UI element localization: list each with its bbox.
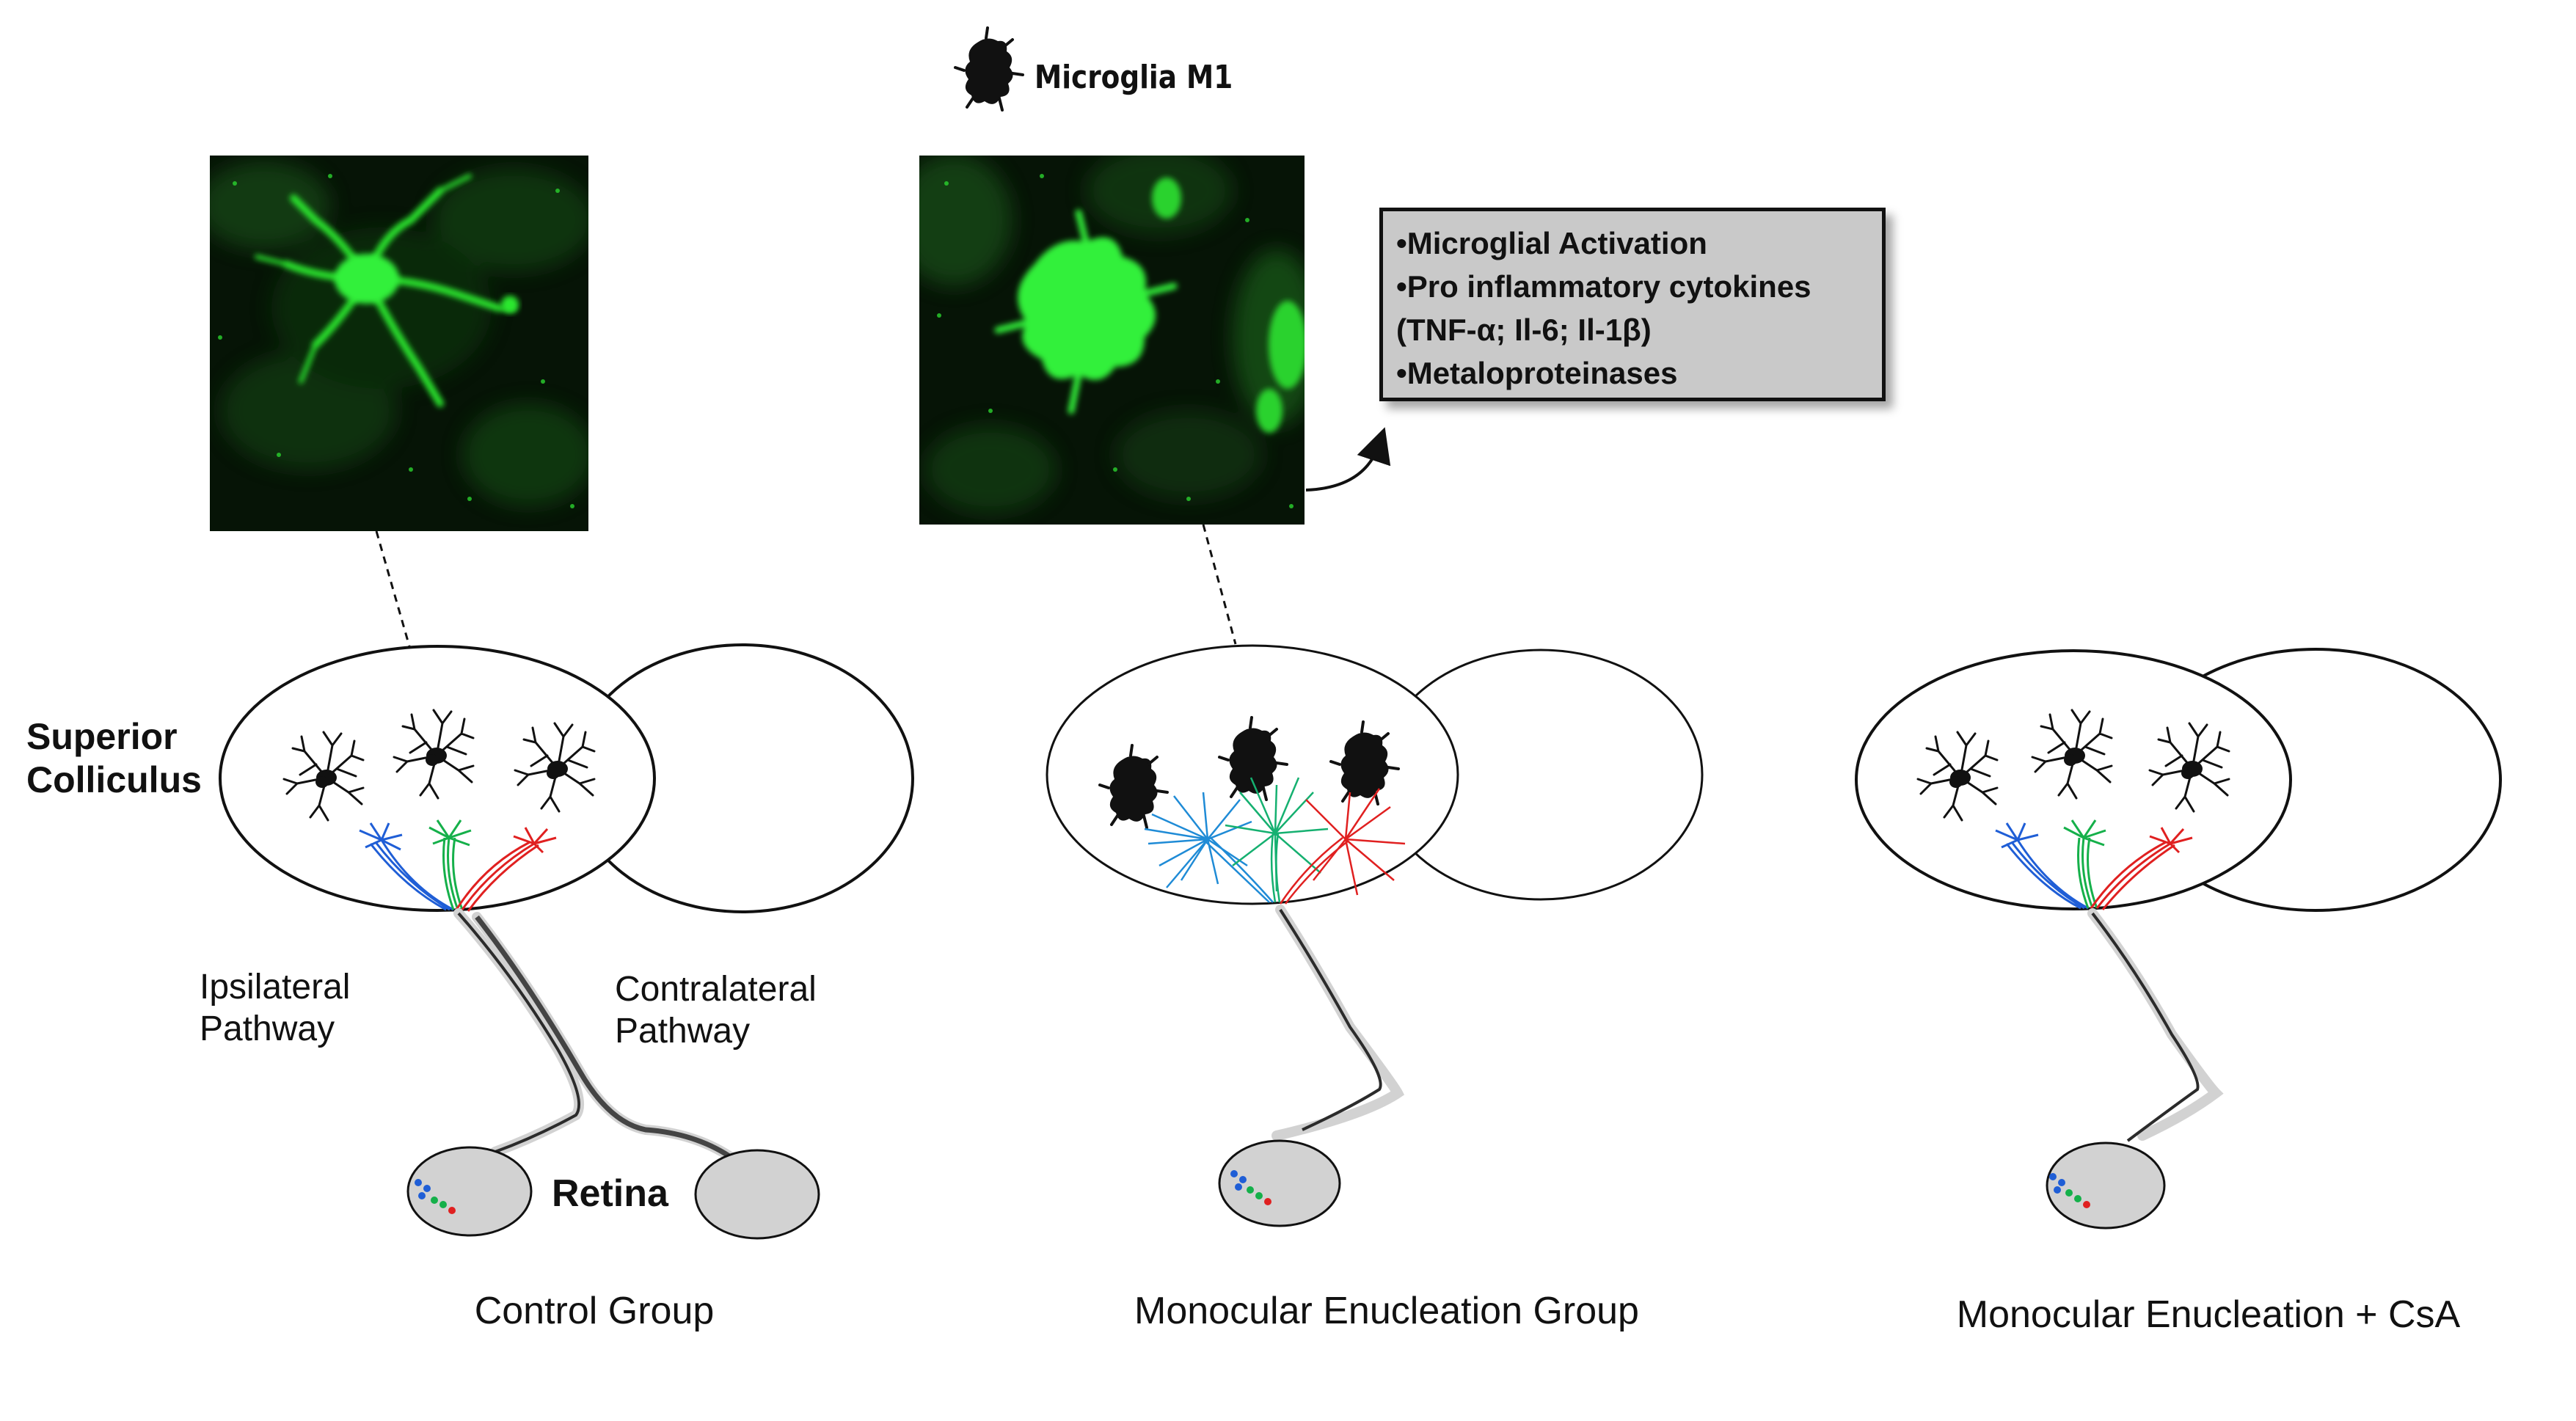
leader-line-enucleation <box>1202 524 1237 645</box>
ganglion-terminal-blue <box>359 822 454 911</box>
ipsilateral-pathway-label: Ipsilateral Pathway <box>200 967 390 1050</box>
retina-label: Retina <box>552 1172 668 1215</box>
contralateral-pathway-text: Contralateral Pathway <box>615 970 817 1051</box>
ganglion-terminal-green <box>2063 819 2106 909</box>
ipsilateral-pathway-text: Ipsilateral Pathway <box>200 968 351 1048</box>
ganglion-terminal-red <box>2090 827 2193 910</box>
panel-enucleation-csa <box>1855 648 2502 1230</box>
retina-left <box>406 1146 533 1237</box>
ganglion-terminal-red <box>455 827 557 912</box>
panel-control <box>219 643 914 1240</box>
superior-colliculus-text: Superior Colliculus <box>26 716 202 800</box>
curved-arrow-icon <box>1305 427 1391 492</box>
ipsilateral-pathway-fiber <box>2087 908 2224 1142</box>
ganglion-cell-dots <box>1230 1170 1271 1205</box>
microglia-m1-label: Microglia M1 <box>1035 59 1233 96</box>
ganglion-cell-dots <box>415 1179 456 1214</box>
retina-remaining <box>2046 1141 2166 1230</box>
effect-item: (TNF-α; Il-6; Il-1β) <box>1396 313 1652 347</box>
ganglion-cell-dots <box>2049 1173 2090 1208</box>
colliculus-left-lobe <box>1855 649 2292 910</box>
group-label-control: Control Group <box>474 1290 715 1332</box>
retina-remaining <box>1218 1139 1341 1227</box>
microglia-m1-legend-icon <box>954 26 1024 112</box>
retina-right <box>694 1149 820 1240</box>
micrograph-control <box>210 156 588 531</box>
group-label-enucleation-csa: Monocular Enucleation + CsA <box>1956 1293 2461 1336</box>
effect-item: •Metaloproteinases <box>1396 356 1678 390</box>
contralateral-pathway-label: Contralateral Pathway <box>615 969 850 1052</box>
ganglion-terminal-blue <box>1995 822 2089 910</box>
group-label-enucleation: Monocular Enucleation Group <box>1134 1290 1639 1332</box>
leader-line-control <box>375 530 412 652</box>
superior-colliculus-label: Superior Colliculus <box>26 715 247 802</box>
effect-item: •Pro inflammatory cytokines <box>1396 269 1811 304</box>
ganglion-terminal-blue-sprouted <box>1144 792 1274 903</box>
micrograph-enucleation <box>919 156 1305 525</box>
ganglion-terminal-green <box>428 819 472 910</box>
colliculus-left-lobe <box>219 645 656 912</box>
ipsilateral-pathway-fiber <box>1271 905 1405 1141</box>
effect-item: •Microglial Activation <box>1396 226 1707 260</box>
ganglion-terminal-green-sprouted <box>1225 777 1329 903</box>
panel-enucleation <box>1046 644 1704 1227</box>
ganglion-terminal-red-sprouted <box>1279 788 1406 905</box>
effects-box: •Microglial Activation •Pro inflammatory… <box>1379 208 1886 401</box>
contralateral-pathway-fiber <box>472 912 739 1164</box>
ipsilateral-pathway-fiber <box>453 908 585 1157</box>
